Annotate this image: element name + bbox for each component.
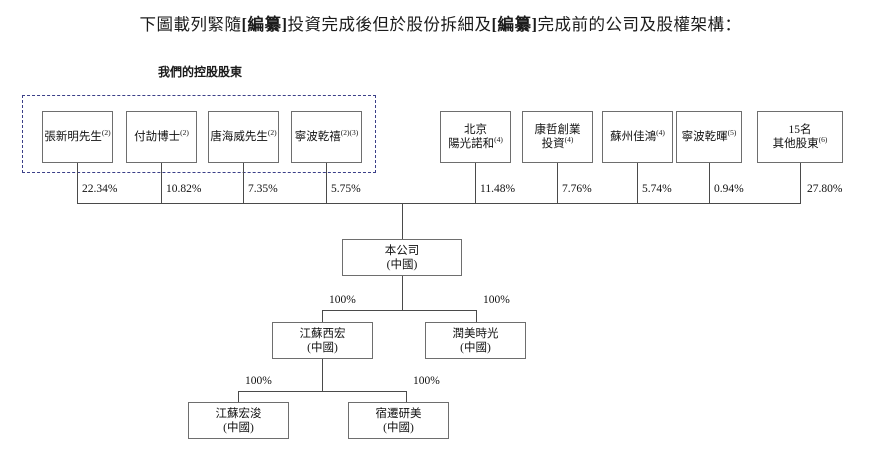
shareholder-name: 寧波乾禧: [294, 131, 341, 143]
footnote-ref: (6): [818, 135, 828, 145]
subsidiary-box-runmei-shiguang[interactable]: 潤美時光 (中國): [425, 322, 526, 359]
percent-label-2: 10.82%: [166, 183, 202, 195]
connector-company-drop: [402, 276, 403, 310]
shareholder-name-line2: 陽光諾和: [448, 138, 495, 150]
connector-drop-6: [557, 163, 558, 204]
connector-drop-3: [243, 163, 244, 204]
connector-to-jiangsu-xihong: [322, 310, 323, 322]
connector-drop-1: [77, 163, 78, 204]
company-region: (中國): [386, 258, 418, 271]
connector-bus-subsidiaries: [322, 310, 476, 311]
connector-drop-9: [800, 163, 801, 204]
caption-part-1: 下圖載列緊隨: [139, 15, 242, 34]
footnote-ref: (2): [180, 128, 189, 138]
subsidiary-region: (中國): [460, 341, 491, 354]
connector-drop-5: [475, 163, 476, 204]
connector-bus-to-company: [402, 203, 403, 239]
connector-to-runmei-shiguang: [476, 310, 477, 322]
shareholder-box-tang-haiwei[interactable]: 唐海威先生(2): [208, 111, 279, 163]
shareholder-box-fu-jie[interactable]: 付劼博士(2): [126, 111, 197, 163]
company-name: 本公司: [384, 244, 420, 257]
shareholder-name: 付劼博士: [134, 131, 181, 143]
shareholder-box-suzhou-jiahong[interactable]: 蘇州佳鴻(4): [602, 111, 673, 163]
subsidiary-name: 江蘇西宏: [299, 327, 346, 340]
percent-label-3: 7.35%: [248, 183, 278, 195]
percent-label-4: 5.75%: [331, 183, 361, 195]
footnote-ref: (4): [494, 135, 503, 145]
shareholder-name: 唐海威先生: [210, 131, 268, 143]
percent-label-8: 0.94%: [714, 183, 744, 195]
percent-label-subsidiary-2: 100%: [483, 294, 510, 306]
caption-redaction-1: [編纂]: [241, 15, 288, 34]
subsidiary-name: 潤美時光: [452, 327, 499, 340]
percent-label-9: 27.80%: [807, 183, 843, 195]
shareholder-box-ningbo-qianxi[interactable]: 寧波乾禧(2)(3): [291, 111, 362, 163]
shareholder-name: 張新明先生: [44, 131, 102, 143]
connector-to-suqian-yanmei: [406, 391, 407, 402]
footnote-ref: (5): [727, 128, 737, 138]
sub-subsidiary-region: (中國): [383, 421, 414, 434]
connector-bus-sub-subsidiaries: [238, 391, 406, 392]
caption-part-2: 投資完成後但於股份拆細及: [287, 15, 492, 34]
shareholder-box-beijing-sunho[interactable]: 北京 陽光諾和(4): [440, 111, 511, 163]
sub-subsidiary-box-suqian-yanmei[interactable]: 宿遷研美 (中國): [348, 402, 449, 439]
caption-redaction-2: [編纂]: [491, 15, 538, 34]
shareholder-name-line2: 其他股東: [772, 138, 819, 150]
company-box[interactable]: 本公司 (中國): [342, 239, 462, 276]
controlling-shareholders-frame: [22, 95, 376, 173]
percent-label-1: 22.34%: [82, 183, 118, 195]
footnote-ref: (2): [267, 128, 277, 138]
subsidiary-box-jiangsu-xihong[interactable]: 江蘇西宏 (中國): [272, 322, 373, 359]
shareholder-name: 寧波乾暉: [681, 131, 728, 143]
shareholder-box-kangzhe-venture[interactable]: 康哲創業 投資(4): [522, 111, 593, 163]
shareholder-box-zhang-xinming[interactable]: 張新明先生(2): [42, 111, 113, 163]
percent-label-sub-subsidiary-1: 100%: [245, 375, 272, 387]
caption-part-3: 完成前的公司及股權架構：: [537, 15, 742, 34]
connector-drop-8: [709, 163, 710, 204]
shareholder-name-line1: 15名: [788, 124, 812, 136]
shareholder-name-line1: 康哲創業: [534, 124, 581, 136]
connector-subsidiary-drop: [322, 359, 323, 391]
shareholder-box-other-shareholders[interactable]: 15名 其他股東(6): [757, 111, 843, 163]
sub-subsidiary-box-jiangsu-hongjun[interactable]: 江蘇宏浚 (中國): [188, 402, 289, 439]
shareholder-name-line1: 北京: [464, 124, 487, 136]
connector-drop-2: [161, 163, 162, 204]
connector-to-jiangsu-hongjun: [238, 391, 239, 402]
sub-subsidiary-name: 宿遷研美: [375, 407, 422, 420]
page-caption: 下圖載列緊隨[編纂]投資完成後但於股份拆細及[編纂]完成前的公司及股權架構：: [0, 14, 881, 36]
shareholder-name-line2: 投資: [541, 138, 565, 150]
footnote-ref: (2): [101, 128, 111, 138]
percent-label-subsidiary-1: 100%: [329, 294, 356, 306]
connector-bus-shareholders: [77, 203, 801, 204]
connector-drop-4: [326, 163, 327, 204]
footnote-ref: (4): [656, 128, 665, 138]
percent-label-5: 11.48%: [480, 183, 516, 195]
controlling-shareholders-label: 我們的控股股東: [158, 65, 243, 79]
subsidiary-region: (中國): [307, 341, 338, 354]
sub-subsidiary-region: (中國): [223, 421, 254, 434]
footnote-ref: (2)(3): [340, 128, 359, 138]
percent-label-7: 5.74%: [642, 183, 672, 195]
percent-label-sub-subsidiary-2: 100%: [413, 375, 440, 387]
shareholder-name: 蘇州佳鴻: [610, 131, 657, 143]
footnote-ref: (4): [564, 135, 574, 145]
connector-drop-7: [637, 163, 638, 204]
shareholder-box-ningbo-qianhui[interactable]: 寧波乾暉(5): [676, 111, 742, 163]
sub-subsidiary-name: 江蘇宏浚: [215, 407, 262, 420]
percent-label-6: 7.76%: [562, 183, 592, 195]
